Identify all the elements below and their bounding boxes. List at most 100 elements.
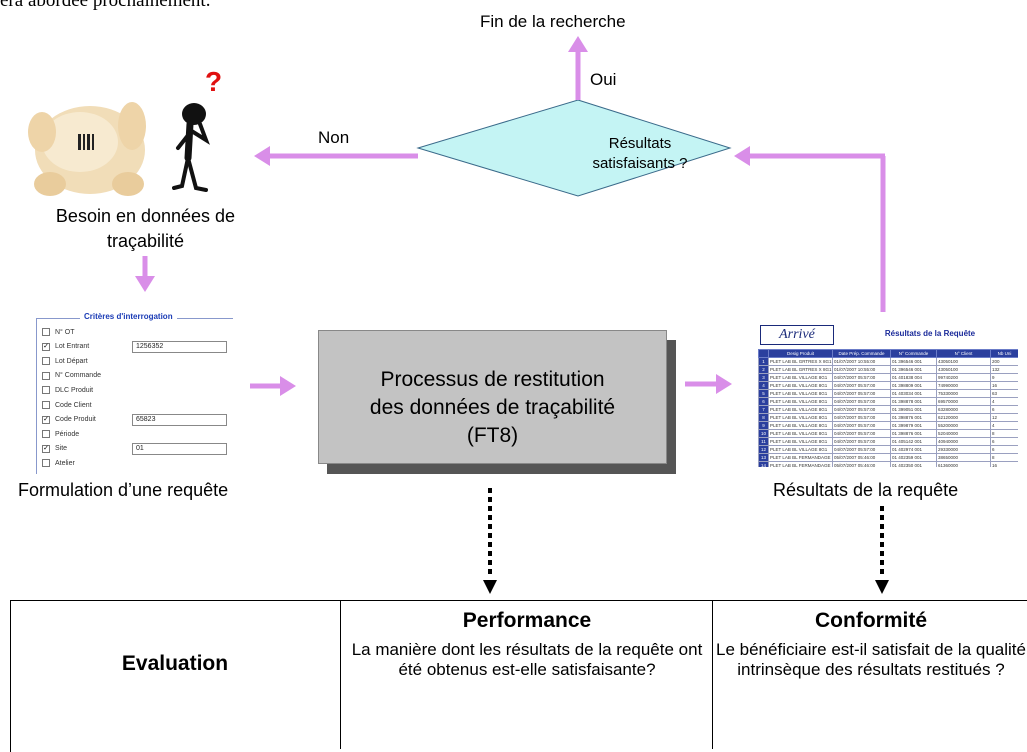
form-checkbox[interactable] (42, 386, 50, 395)
results-cell: 01 396546 001 (890, 357, 937, 366)
form-checkbox[interactable] (42, 401, 50, 409)
results-cell: 16 (990, 461, 1018, 467)
form-row: N° OT (42, 328, 75, 336)
form-checkbox[interactable] (42, 430, 50, 439)
results-cell: PLET LAB BL VILLAGE 8G1 (768, 397, 833, 406)
results-column-header: Nb Uni (990, 349, 1018, 358)
results-cell: 6 (990, 405, 1018, 414)
results-cell: 01 398809 001 (890, 381, 937, 390)
decision-diamond (416, 99, 732, 197)
results-cell: PLET LAB BL GRTRES X 8G1 (768, 365, 833, 374)
results-image: Arrivé Résultats de la Requête Desig Pro… (758, 323, 1018, 467)
results-cell: 04/07/2007 05:57:00 (832, 405, 891, 414)
form-row-label: Atelier (55, 459, 75, 467)
results-cell: 75330000 (936, 389, 991, 398)
results-cell: 01 401838 004 (890, 373, 937, 382)
form-checkbox[interactable]: ✓ (42, 415, 50, 424)
form-row: ✓ Code Produit (42, 415, 96, 424)
form-checkbox[interactable] (42, 328, 50, 336)
form-row: Atelier (42, 459, 75, 468)
form-row-label: Site (55, 445, 68, 453)
results-cell: 6 (990, 437, 1018, 446)
results-cell: 38650000 (936, 453, 991, 462)
results-cell: 4 (758, 381, 769, 390)
process-line1: Processus de restitution (380, 368, 605, 391)
decision-question-line1: Résultats (608, 135, 672, 152)
results-cell: 01 402974 001 (890, 445, 937, 454)
results-cell: 13 (758, 453, 769, 462)
process-line2: des données de traçabilité (369, 396, 616, 419)
results-cell: 04/07/2007 05:57:00 (832, 437, 891, 446)
results-cell: 6 (758, 397, 769, 406)
results-cell: 7 (758, 405, 769, 414)
results-cell: 69570000 (936, 397, 991, 406)
results-cell: 01 398876 001 (890, 429, 937, 438)
results-cell: 01 396546 001 (890, 365, 937, 374)
results-cell: 12 (758, 445, 769, 454)
results-cell: 9 (990, 373, 1018, 382)
results-cell: 04/07/2007 05:57:00 (832, 373, 891, 382)
results-cell: 1 (758, 357, 769, 366)
results-cell: PLET LAB BL VILLAGE 8G1 (768, 429, 833, 438)
results-cell: PLET LAB BL GRTRES X 8G1 (768, 357, 833, 366)
form-checkbox[interactable]: ✓ (42, 342, 50, 351)
form-row-label: Lot Départ (55, 357, 88, 365)
results-cell: 4 (990, 421, 1018, 430)
results-column-header: N° Commande (890, 349, 937, 358)
results-cell: 01 403034 001 (890, 389, 937, 398)
arrow-yes-up (568, 36, 588, 100)
results-cell: PLET LAB BL FERMANDAGE 8 (768, 461, 833, 467)
results-cell: 43050100 (936, 365, 991, 374)
results-cell: PLET LAB BL VILLAGE 8G1 (768, 405, 833, 414)
results-cell: 04/07/2007 05:57:00 (832, 445, 891, 454)
process-box (318, 330, 667, 464)
need-caption-line2: traçabilité (106, 231, 185, 251)
results-cell: 8 (990, 429, 1018, 438)
form-checkbox[interactable] (42, 459, 50, 468)
arrow-need-down (135, 256, 155, 292)
form-value-field[interactable]: 65823 (132, 413, 227, 426)
results-cell: 16 (990, 381, 1018, 390)
form-row: N° Commande (42, 371, 101, 380)
results-column-header (758, 349, 769, 358)
no-label: Non (318, 128, 350, 147)
form-row-label: N° OT (55, 328, 75, 336)
results-cell: 200 (990, 357, 1018, 366)
results-cell: 05/07/2007 05:46:00 (832, 453, 891, 462)
form-checkbox[interactable] (42, 357, 50, 366)
results-cell: 04/07/2007 05:57:00 (832, 421, 891, 430)
form-checkbox[interactable]: ✓ (42, 444, 50, 453)
performance-text: La manière dont les résultats de la requ… (351, 640, 703, 679)
form-row: Période (42, 430, 79, 439)
arrive-logo: Arrivé (760, 325, 834, 345)
results-cell: 04/07/2007 05:57:00 (832, 429, 891, 438)
results-cell: 61360000 (936, 461, 991, 467)
results-cell: PLET LAB BL FERMANDAGE 8 (768, 453, 833, 462)
conformity-title: Conformité (815, 609, 927, 632)
form-row-label: Code Produit (55, 416, 96, 424)
decision-question: Résultats satisfaisants ? (560, 134, 720, 174)
form-value-field[interactable]: 01 (132, 442, 227, 455)
question-mark: ? (205, 66, 223, 97)
results-cell: 29330000 (936, 445, 991, 454)
form-value-field[interactable]: 1256352 (132, 340, 227, 353)
query-formulation-caption: Formulation d’une requête (18, 480, 229, 500)
results-cell: 132 (990, 365, 1018, 374)
results-cell: 04/07/2007 05:57:00 (832, 413, 891, 422)
results-cell: 99740200 (936, 373, 991, 382)
process-text: Processus de restitution des données de … (318, 366, 667, 450)
form-checkbox[interactable] (42, 371, 50, 380)
form-row: ✓Lot Entrant (42, 342, 89, 351)
results-column-header: Date Prép. Commande (832, 349, 891, 358)
evaluation-divider-1 (340, 600, 341, 749)
results-cell: 5 (758, 389, 769, 398)
results-cell: 8 (758, 413, 769, 422)
query-form-image: Critères d'interrogation N° OT✓Lot Entra… (28, 312, 233, 474)
